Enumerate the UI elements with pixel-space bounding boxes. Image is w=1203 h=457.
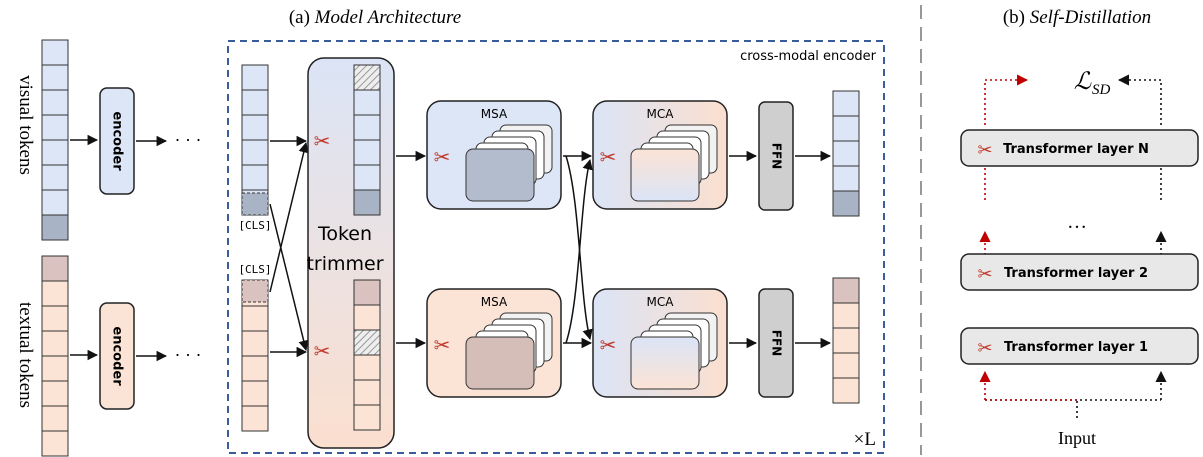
msa-label: MSA xyxy=(481,107,508,121)
cross-modal-encoder-label: cross-modal encoder xyxy=(740,49,877,64)
repeat-label: ×L xyxy=(854,429,876,450)
token-trimmer: Token trimmer xyxy=(306,57,395,449)
scissors-icon: ✂ xyxy=(314,129,331,153)
msa-label: MSA xyxy=(481,295,508,309)
textual-encoder-label: encoder xyxy=(110,326,125,386)
ffn-label: FFN xyxy=(770,330,784,356)
visual-encoder: encoder xyxy=(99,87,135,195)
input-label: Input xyxy=(1058,428,1096,448)
ffn-label: FFN xyxy=(770,143,784,169)
visual-ffn-block: FFN xyxy=(758,101,794,211)
transformer-layer-2: Transformer layer 2 xyxy=(960,253,1199,291)
encoder-textual-input-column xyxy=(241,279,269,432)
textual-msa-block: MSA xyxy=(426,288,562,398)
layer-ellipsis: … xyxy=(1067,211,1087,233)
visual-encoder-label: encoder xyxy=(110,111,125,171)
teacher-path xyxy=(1117,74,1162,125)
transformer-layer-1-label: Transformer layer 1 xyxy=(1004,340,1148,355)
transformer-layer-n-label: Transformer layer N xyxy=(1003,142,1149,157)
visual-mca-block: MCA xyxy=(592,100,728,210)
textual-ffn-block: FFN xyxy=(758,288,794,398)
scissors-icon: ✂ xyxy=(600,145,617,169)
scissors-icon: ✂ xyxy=(977,264,992,285)
transformer-layer-2-label: Transformer layer 2 xyxy=(1004,266,1148,281)
output-visual-column xyxy=(832,90,860,217)
transformer-layer-1: Transformer layer 1 xyxy=(960,327,1199,365)
token-trimmer-label-line2: trimmer xyxy=(306,253,383,275)
cross-modal-encoder-box xyxy=(227,40,885,454)
textual-mca-block: MCA xyxy=(592,288,728,398)
cls-label-textual: [CLS] xyxy=(238,263,271,276)
scissors-icon: ✂ xyxy=(977,140,992,161)
mca-label: MCA xyxy=(647,107,675,121)
scissors-icon: ✂ xyxy=(977,338,992,359)
output-textual-column xyxy=(832,277,860,404)
scissors-icon: ✂ xyxy=(434,145,451,169)
panel-a-caption: (a) Model Architecture xyxy=(289,7,461,28)
loss-symbol: ℒ xyxy=(1074,69,1092,95)
token-trimmer-label-line1: Token xyxy=(317,223,372,245)
scissors-icon: ✂ xyxy=(600,333,617,357)
scissors-icon: ✂ xyxy=(314,339,331,363)
student-path xyxy=(984,74,1029,125)
textual-ellipsis: · · · xyxy=(175,345,202,365)
cls-label-visual: [CLS] xyxy=(238,219,271,232)
visual-token-column xyxy=(41,39,69,241)
mca-label: MCA xyxy=(647,295,675,309)
transformer-layer-n: Transformer layer N xyxy=(960,129,1199,167)
encoder-visual-input-column xyxy=(241,64,269,216)
textual-token-column xyxy=(41,255,69,457)
visual-ellipsis: · · · xyxy=(175,130,202,150)
visual-msa-block: MSA xyxy=(426,100,562,210)
visual-tokens-label: visual tokens xyxy=(15,75,36,175)
textual-tokens-label: textual tokens xyxy=(15,302,36,408)
panel-b-caption: (b) Self-Distillation xyxy=(1003,7,1151,28)
scissors-icon: ✂ xyxy=(434,333,451,357)
loss-subscript: SD xyxy=(1092,82,1111,98)
textual-encoder: encoder xyxy=(99,302,135,410)
